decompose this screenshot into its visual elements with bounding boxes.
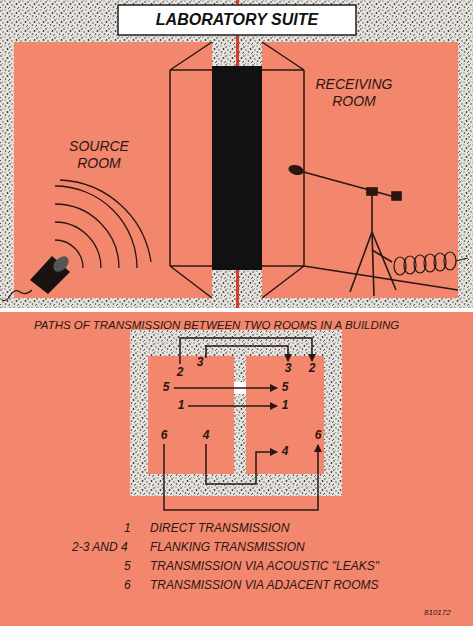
legend-number: 5 <box>124 560 131 574</box>
callout-number: 1 <box>281 399 290 413</box>
callout-number: 2 <box>308 362 317 376</box>
legend-text: DIRECT TRANSMISSION <box>150 522 289 536</box>
callout-number: 3 <box>284 362 293 376</box>
receiving-room-shape <box>262 42 458 298</box>
microphone-tripod <box>288 164 401 296</box>
room-edges <box>262 42 458 298</box>
legend-number: 1 <box>124 522 131 536</box>
source-room-shape <box>14 42 212 298</box>
legend-text: TRANSMISSION VIA ACOUSTIC "LEAKS" <box>150 560 379 574</box>
panel-heading: PATHS OF TRANSMISSION BETWEEN TWO ROOMS … <box>34 319 399 332</box>
callout-number: 1 <box>177 399 186 413</box>
figure-number: 810172 <box>424 608 451 617</box>
legend-text: FLANKING TRANSMISSION <box>150 541 305 555</box>
title: LABORATORY SUITE <box>156 11 318 29</box>
room-section <box>246 356 324 474</box>
callout-number: 6 <box>160 429 169 443</box>
test-partition <box>212 66 262 270</box>
legend-number: 2-3 AND 4 <box>72 541 128 555</box>
callout-number: 6 <box>314 429 323 443</box>
callout-number: 2 <box>176 366 185 380</box>
building-section <box>130 330 342 496</box>
room-section <box>148 356 234 474</box>
room-edges <box>170 42 212 298</box>
callout-number: 3 <box>196 356 205 370</box>
callout-number: 5 <box>281 381 290 395</box>
room-area: SOURCE ROOM <box>14 42 170 266</box>
loudspeaker <box>2 180 151 301</box>
room-name: SOURCE ROOM <box>54 138 144 172</box>
room-name: RECEIVING ROOM <box>304 76 404 110</box>
callout-number: 4 <box>202 429 211 443</box>
room-area: RECEIVING ROOM <box>304 42 458 162</box>
transmission-paths <box>164 338 318 510</box>
coiled-cable <box>394 252 468 275</box>
title-box <box>118 5 356 35</box>
speckle-ground <box>0 0 473 308</box>
legend-number: 6 <box>124 579 131 593</box>
callout-number: 4 <box>281 445 290 459</box>
legend-text: TRANSMISSION VIA ADJACENT ROOMS <box>150 579 378 593</box>
panel-ground <box>0 312 473 626</box>
callout-number: 5 <box>162 381 171 395</box>
